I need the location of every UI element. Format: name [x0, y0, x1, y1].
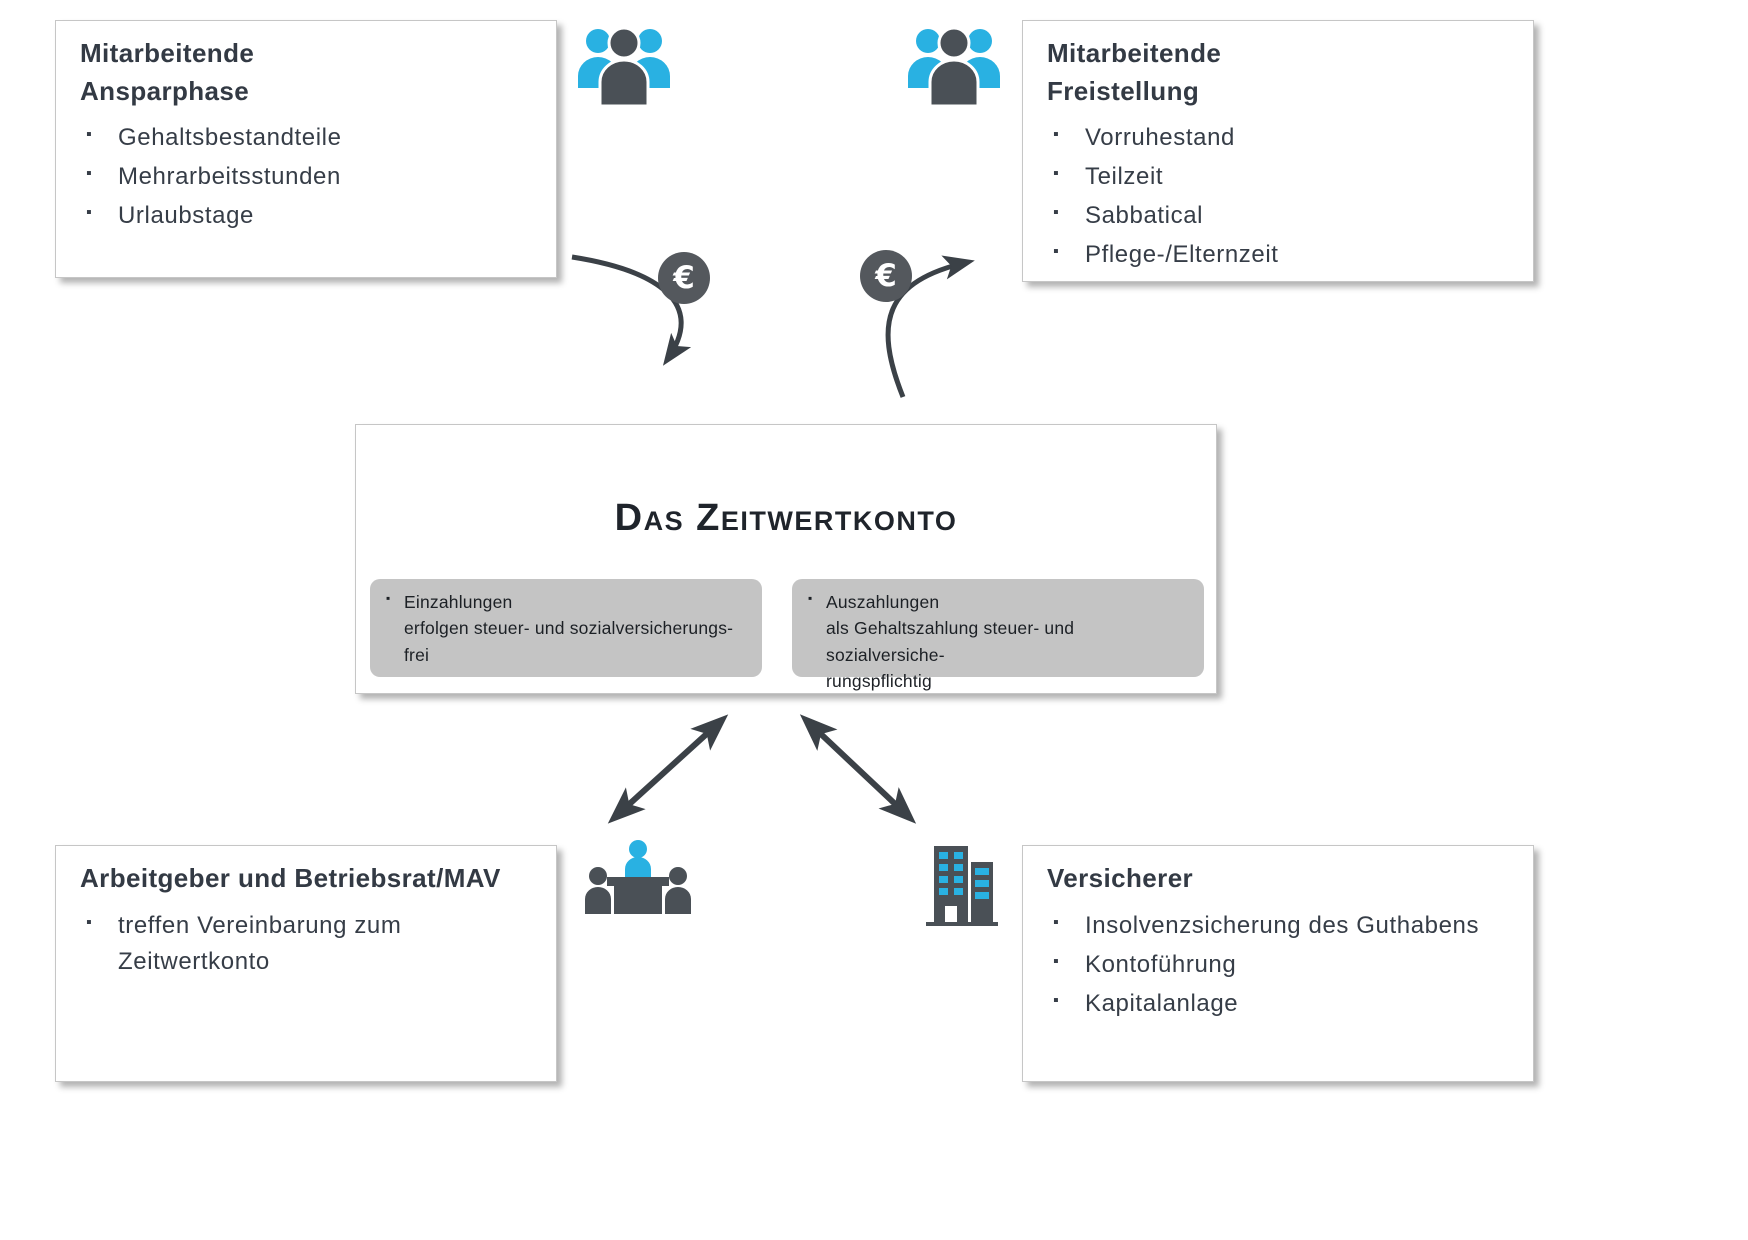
note-line: als Gehaltszahlung steuer- und sozialver… [826, 618, 1075, 665]
diagram-title: Das Zeitwertkonto [614, 497, 958, 539]
versicherer-double-arrow [799, 714, 917, 824]
list-item: Urlaubstage [80, 198, 532, 234]
note-line: rungspflichtig [826, 670, 932, 691]
title-line: Ansparphase [80, 75, 250, 106]
arbeitgeber-double-arrow [607, 714, 729, 824]
list-item: treffen Vereinbarung zum Zeitwertkonto [80, 908, 532, 980]
arbeitgeber-list: treffen Vereinbarung zum Zeitwertkonto [80, 908, 532, 980]
euro-coin-icon: € [860, 250, 912, 302]
people-group-icon [578, 26, 670, 106]
note-title: Auszahlungen [806, 589, 1190, 615]
versicherer-box: Versicherer Insolvenzsicherung des Gutha… [1022, 845, 1534, 1082]
title-line: Freistellung [1047, 75, 1200, 106]
note-line: erfolgen steuer- und sozialversicherungs… [404, 618, 734, 639]
list-item: Teilzeit [1047, 159, 1509, 195]
people-group-icon [908, 26, 1000, 106]
versicherer-list: Insolvenzsicherung des Guthabens Kontofü… [1047, 908, 1509, 1022]
auszahlungen-note: Auszahlungen als Gehaltszahlung steuer- … [792, 579, 1204, 691]
note-title: Einzahlungen [384, 589, 748, 615]
versicherer-title: Versicherer [1047, 863, 1194, 893]
ansparphase-title: Mitarbeitende Ansparphase [80, 35, 532, 110]
euro-symbol: € [875, 257, 897, 294]
list-item: Mehrarbeitsstunden [80, 159, 532, 195]
zeitwertkonto-box: Das Zeitwertkonto Einzahlungen erfolgen … [355, 424, 1217, 694]
freistellung-box: Mitarbeitende Freistellung Vorruhestand … [1022, 20, 1534, 282]
einzahlungen-note: Einzahlungen erfolgen steuer- und sozial… [370, 579, 762, 677]
note-line: frei [404, 644, 430, 665]
list-item: Kontoführung [1047, 947, 1509, 983]
list-item: Kapitalanlage [1047, 986, 1509, 1022]
arbeitgeber-title: Arbeitgeber und Betriebsrat/MAV [80, 863, 501, 893]
list-item: Sabbatical [1047, 198, 1509, 234]
list-item: Insolvenzsicherung des Guthabens [1047, 908, 1509, 944]
arbeitgeber-box: Arbeitgeber und Betriebsrat/MAV treffen … [55, 845, 557, 1082]
freistellung-list: Vorruhestand Teilzeit Sabbatical Pflege-… [1047, 120, 1509, 273]
insurer-building-icon [926, 846, 998, 926]
title-line: Mitarbeitende [80, 38, 255, 68]
list-item: Vorruhestand [1047, 120, 1509, 156]
ansparphase-box: Mitarbeitende Ansparphase Gehaltsbestand… [55, 20, 557, 278]
freistellung-title: Mitarbeitende Freistellung [1047, 35, 1509, 110]
meeting-table-icon [585, 840, 691, 914]
list-item: Pflege-/Elternzeit [1047, 237, 1509, 273]
ansparphase-list: Gehaltsbestandteile Mehrarbeitsstunden U… [80, 120, 532, 234]
title-line: Mitarbeitende [1047, 38, 1222, 68]
euro-symbol: € [673, 259, 695, 296]
euro-coin-icon: € [658, 252, 710, 304]
list-item: Gehaltsbestandteile [80, 120, 532, 156]
